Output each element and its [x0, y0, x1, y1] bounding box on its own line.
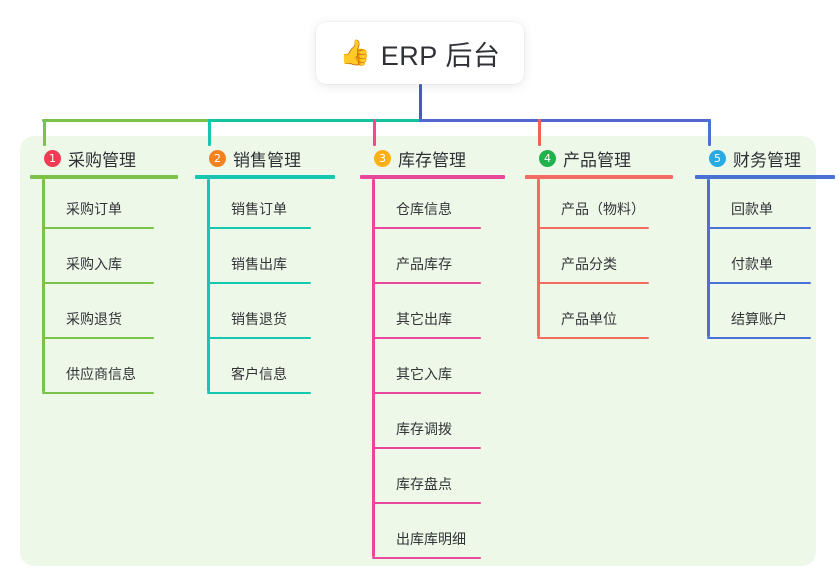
branch-number-badge: 1: [44, 149, 61, 167]
branch-item-rule: [42, 337, 154, 339]
branch-title: 财务管理: [733, 150, 801, 170]
branch-item-label: 结算账户: [731, 311, 787, 327]
connector-segment-green: [42, 119, 209, 122]
branch-item-label: 库存调拨: [396, 421, 452, 437]
branch-header-2[interactable]: 2 销售管理: [195, 146, 335, 170]
branch-item-rule: [372, 502, 481, 504]
branch-title: 产品管理: [563, 150, 631, 170]
branch-header-4[interactable]: 4 产品管理: [525, 146, 673, 170]
branch-item-label: 出库库明细: [396, 531, 466, 547]
branch-column-3: 3 库存管理仓库信息产品库存其它出库其它入库库存调拨库存盘点出库库明细: [360, 146, 505, 564]
branch-items: 销售订单销售出库销售退货客户信息: [195, 179, 335, 399]
root-stem: [419, 84, 422, 122]
connector-segment-teal: [208, 119, 422, 122]
branch-item-rule: [372, 282, 481, 284]
branch-column-1: 1 采购管理采购订单采购入库采购退货供应商信息: [30, 146, 178, 399]
branch-item-label: 采购入库: [66, 256, 122, 272]
branch-title: 采购管理: [68, 150, 136, 170]
branch-header-1[interactable]: 1 采购管理: [30, 146, 178, 170]
drop-branch-1: [43, 119, 46, 146]
branches-panel: [20, 136, 816, 566]
branch-item-label: 库存盘点: [396, 476, 452, 492]
branch-number-badge: 2: [209, 149, 226, 167]
branch-item-label: 供应商信息: [66, 366, 136, 382]
branch-item-label: 产品（物料）: [561, 201, 645, 217]
branch-item-label: 销售订单: [231, 201, 287, 217]
branch-item-rule: [207, 337, 311, 339]
branch-item-rule: [372, 227, 481, 229]
branch-column-4: 4 产品管理产品（物料） 产品分类产品单位: [525, 146, 673, 344]
branch-header-5[interactable]: 5 财务管理: [695, 146, 835, 170]
branch-number-badge: 3: [374, 149, 391, 167]
branch-underline: [30, 175, 178, 179]
branch-column-5: 5 财务管理回款单付款单结算账户: [695, 146, 835, 344]
branch-stem: [372, 179, 375, 557]
branch-item-label: 仓库信息: [396, 201, 452, 217]
branch-item-label: 产品单位: [561, 311, 617, 327]
branch-underline: [525, 175, 673, 179]
branch-item-label: 产品分类: [561, 256, 617, 272]
branch-underline: [195, 175, 335, 179]
branch-item-rule: [207, 392, 311, 394]
branch-item-rule: [372, 557, 481, 559]
branch-item-label: 产品库存: [396, 256, 452, 272]
branch-item-rule: [707, 282, 811, 284]
branch-number-badge: 5: [709, 149, 726, 167]
branch-item-rule: [207, 227, 311, 229]
branch-stem: [707, 179, 710, 337]
branch-title: 库存管理: [398, 150, 466, 170]
branch-item-label: 其它入库: [396, 366, 452, 382]
branch-item-rule: [372, 392, 481, 394]
root-title: ERP 后台: [380, 40, 501, 71]
connector-segment-blue: [419, 119, 711, 122]
root-node[interactable]: 👍 ERP 后台: [316, 22, 524, 84]
branch-items: 采购订单采购入库采购退货供应商信息: [30, 179, 178, 399]
branch-underline: [360, 175, 505, 179]
branch-item-label: 付款单: [731, 256, 773, 272]
branch-stem: [207, 179, 210, 392]
branch-items: 产品（物料） 产品分类产品单位: [525, 179, 673, 344]
branch-item-rule: [207, 282, 311, 284]
branch-items: 仓库信息产品库存其它出库其它入库库存调拨库存盘点出库库明细: [360, 179, 505, 564]
branch-item-label: 客户信息: [231, 366, 287, 382]
branch-item-rule: [537, 282, 649, 284]
branch-title: 销售管理: [233, 150, 301, 170]
branch-number-badge: 4: [539, 149, 556, 167]
drop-branch-5: [708, 119, 711, 146]
branch-item-label: 销售出库: [231, 256, 287, 272]
branch-item-label: 其它出库: [396, 311, 452, 327]
branch-item-label: 采购退货: [66, 311, 122, 327]
branch-item-label: 采购订单: [66, 201, 122, 217]
branch-header-3[interactable]: 3 库存管理: [360, 146, 505, 170]
branch-item-rule: [372, 337, 481, 339]
branch-item-rule: [537, 337, 649, 339]
branch-item-rule: [707, 337, 811, 339]
branch-stem: [42, 179, 45, 392]
branch-items: 回款单付款单结算账户: [695, 179, 835, 344]
branch-item-rule: [42, 282, 154, 284]
branch-item-rule: [537, 227, 649, 229]
branch-underline: [695, 175, 835, 179]
branch-item-rule: [707, 227, 811, 229]
branch-item-label: 销售退货: [231, 311, 287, 327]
branch-item-label: 回款单: [731, 201, 773, 217]
branch-stem: [537, 179, 540, 337]
branch-item-rule: [42, 392, 154, 394]
drop-branch-4: [538, 119, 541, 146]
branch-column-2: 2 销售管理销售订单销售出库销售退货客户信息: [195, 146, 335, 399]
thumbs-up-icon: 👍: [339, 38, 371, 67]
branch-item-rule: [42, 227, 154, 229]
drop-branch-2: [208, 119, 211, 146]
branch-item-rule: [372, 447, 481, 449]
drop-branch-3: [373, 119, 376, 146]
